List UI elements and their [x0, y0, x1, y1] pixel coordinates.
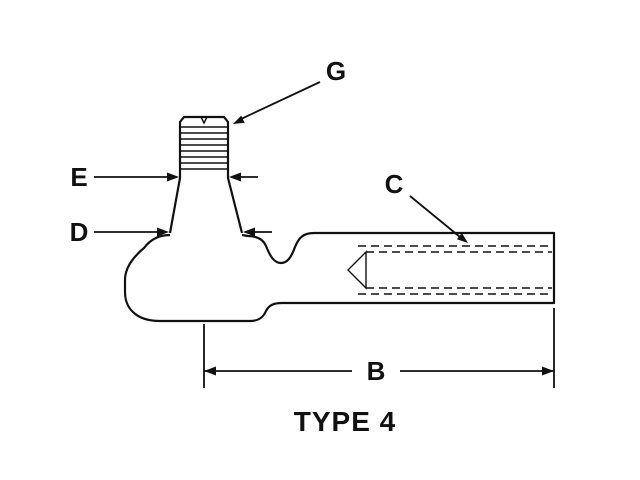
dim-b-right-arrow-icon [542, 366, 554, 376]
dim-e-left-arrow-icon [167, 172, 179, 182]
callout-c-leader-line [409, 195, 461, 238]
label-d: D [70, 217, 89, 247]
threaded-stud [168, 115, 244, 234]
drill-point-outline [347, 250, 367, 290]
stud-outline [168, 115, 244, 234]
stud-top-notch [200, 116, 208, 125]
callout-g: G [233, 56, 346, 124]
internal-thread-hidden-lines [358, 245, 552, 295]
stud-thread-lines [180, 126, 228, 170]
housing-and-shaft [123, 231, 556, 323]
dim-d-right-arrow-icon [243, 227, 255, 237]
label-g: G [326, 56, 346, 86]
dim-b-extension-lines [203, 308, 555, 388]
dimension-b: B [203, 308, 555, 388]
label-c: C [385, 169, 404, 199]
label-e: E [70, 162, 87, 192]
body-outline [123, 231, 556, 323]
dim-b-left-arrow-icon [204, 366, 216, 376]
label-b: B [367, 356, 386, 386]
dim-d-left-arrow-icon [157, 227, 169, 237]
callout-g-arrow-icon [233, 115, 245, 124]
callout-c-arrow-icon [456, 233, 468, 243]
dim-e-right-arrow-icon [229, 172, 241, 182]
callout-g-leader-line [240, 81, 321, 120]
dimension-e: E [70, 162, 258, 192]
diagram-title: TYPE 4 [294, 406, 396, 437]
dimension-d: D [70, 217, 272, 247]
callout-c: C [385, 169, 468, 243]
